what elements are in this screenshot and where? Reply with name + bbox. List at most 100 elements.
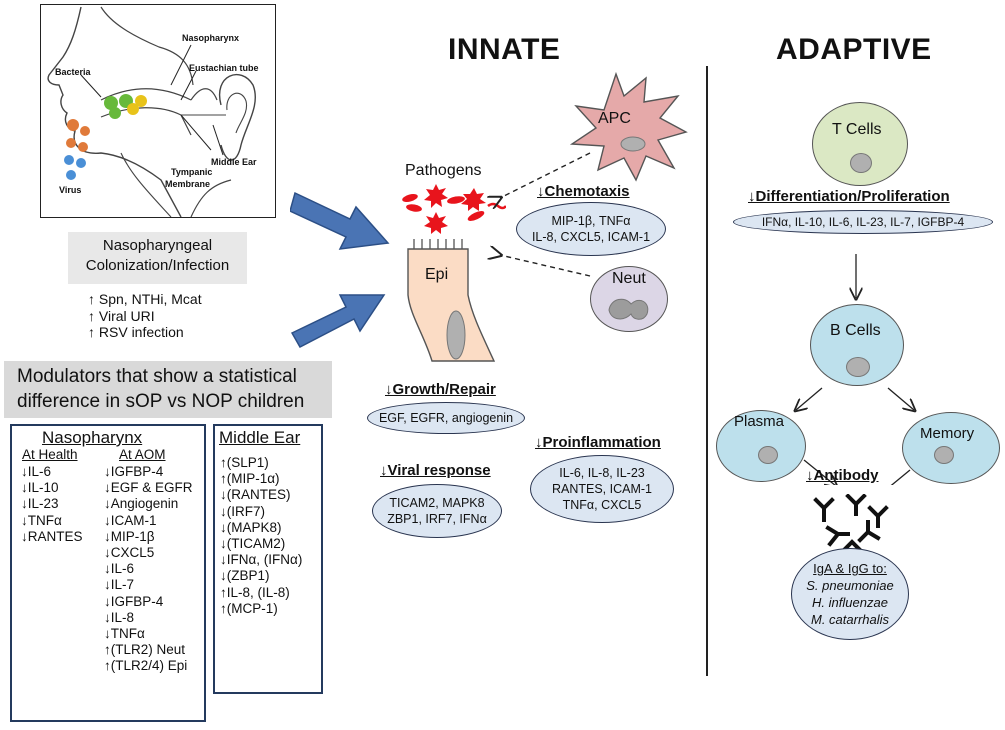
chemotaxis-arrow: ↓ (537, 183, 545, 200)
middle-ear-item: ↓(TICAM2) (220, 536, 286, 552)
nasopharynx-title: Nasopharynx (42, 428, 143, 447)
targets-header: IgA & IgG to: (813, 561, 887, 576)
bacteria-cluster (104, 94, 147, 119)
label-eustachian-tube: Eustachian tube (189, 63, 259, 73)
differentiation-ellipse: IFNα, IL-10, IL-6, IL-23, IL-7, IGFBP-4 (733, 210, 993, 234)
growth-heading: ↓Growth/Repair (385, 381, 496, 398)
at-aom-item: ↓ICAM-1 (104, 512, 157, 528)
plasma-cell (716, 410, 806, 482)
middle-ear-item: ↑(MCP-1) (220, 600, 278, 616)
proinflammation-ellipse: IL-6, IL-8, IL-23 RANTES, ICAM-1 TNFα, C… (530, 455, 674, 523)
apc-cell-icon (569, 71, 688, 182)
colonization-item: ↑ Viral URI (88, 307, 155, 324)
at-aom-item: ↑(TLR2/4) Epi (104, 658, 188, 674)
middle-ear-item: ↑(MIP-1α) (220, 471, 280, 487)
epithelial-cell-icon (407, 239, 496, 362)
t-cell-nucleus (850, 153, 872, 173)
middle-ear-item: ↓(ZBP1) (220, 568, 270, 584)
at-health-item: ↓RANTES (21, 528, 83, 544)
pathogens-icon (402, 184, 506, 234)
colonization-list: ↑ Spn, NTHi, Mcat ↑ Viral URI ↑ RSV infe… (88, 291, 202, 341)
plasma-label: Plasma (734, 413, 785, 430)
neut-label: Neut (612, 270, 646, 287)
differentiation-line: IFNα, IL-10, IL-6, IL-23, IL-7, IGFBP-4 (761, 215, 965, 229)
lower-big-arrow-icon (290, 294, 386, 348)
at-health-item: ↓IL-23 (21, 496, 59, 512)
middle-ear-item: ↓IFNα, (IFNα) (220, 552, 303, 568)
proinflammation-label: Proinflammation (542, 434, 661, 451)
at-aom-list: ↓IGFBP-4 ↓EGF & EGFR ↓Angiogenin ↓ICAM-1… (104, 464, 193, 675)
target-item: S. pneumoniae (806, 578, 894, 593)
viral-line: ZBP1, IRF7, IFNα (387, 512, 487, 526)
at-aom-item: ↓CXCL5 (104, 545, 155, 561)
middle-ear-item: ↑IL-8, (IL-8) (220, 584, 290, 600)
label-virus: Virus (59, 185, 82, 195)
at-health-item: ↓TNFα (21, 512, 62, 528)
innate-adaptive-divider (706, 66, 708, 676)
at-health-item: ↓IL-6 (21, 464, 52, 479)
at-aom-item: ↓IL-8 (104, 609, 135, 625)
viral-label: Viral response (387, 462, 491, 479)
at-aom-item: ↓IL-6 (104, 561, 135, 577)
proinflammation-line: RANTES, ICAM-1 (551, 482, 652, 496)
colonization-title-1: Nasopharyngeal (102, 237, 213, 254)
at-health-list: ↓IL-6 ↓IL-10 ↓IL-23 ↓TNFα ↓RANTES (21, 464, 83, 545)
t-cell (812, 102, 908, 186)
at-aom-item: ↓EGF & EGFR (104, 480, 193, 496)
growth-line: EGF, EGFR, angiogenin (378, 411, 514, 425)
viral-line: TICAM2, MAPK8 (389, 496, 485, 510)
t-cells-label: T Cells (832, 121, 882, 138)
at-health-header: At Health (22, 447, 78, 462)
chemotaxis-ellipse: MIP-1β, TNFα IL-8, CXCL5, ICAM-1 (516, 202, 666, 256)
antibody-icon (813, 494, 889, 553)
differentiation-arrow: ↓ (748, 188, 756, 205)
at-aom-item: ↑(TLR2) Neut (104, 642, 186, 658)
growth-ellipse: EGF, EGFR, angiogenin (367, 402, 525, 434)
colonization-item: ↑ RSV infection (88, 324, 184, 340)
innate-heading: INNATE (448, 33, 561, 66)
epi-label: Epi (425, 266, 449, 283)
chemotaxis-line: MIP-1β, TNFα (551, 214, 631, 228)
viral-arrow: ↓ (380, 462, 388, 479)
anatomy-figure: Nasopharynx Eustachian tube Bacteria Mid… (40, 4, 276, 218)
antibody-arrow: ↓ (806, 467, 814, 484)
label-nasopharynx: Nasopharynx (182, 33, 240, 43)
viral-heading: ↓Viral response (380, 462, 491, 479)
middle-ear-item: ↓(IRF7) (220, 503, 265, 519)
proinflammation-line: TNFα, CXCL5 (562, 498, 642, 512)
middle-ear-item: ↓(RANTES) (220, 487, 291, 503)
at-aom-item: ↓IGFBP-4 (104, 593, 164, 609)
big-arrows (290, 191, 390, 348)
at-aom-item: ↓MIP-1β (104, 528, 155, 544)
middle-ear-item: ↑(SLP1) (220, 455, 269, 470)
label-middle-ear: Middle Ear (211, 157, 257, 167)
antibody-heading: ↓Antibody (806, 467, 879, 484)
target-item: H. influenzae (812, 595, 888, 610)
memory-label: Memory (920, 425, 975, 442)
apc-label: APC (598, 110, 631, 127)
colonization-box: Nasopharyngeal Colonization/Infection (68, 232, 247, 284)
at-aom-item: ↓IL-7 (104, 577, 135, 593)
upper-big-arrow-icon (290, 191, 390, 250)
differentiation-heading: ↓Differentiation/Proliferation (748, 188, 950, 205)
middle-ear-title: Middle Ear (219, 428, 301, 447)
head-anatomy-illustration (47, 6, 256, 218)
adaptive-arrows (700, 254, 1000, 485)
label-tympanic: Tympanic (171, 167, 213, 177)
differentiation-label: Differentiation/Proliferation (755, 188, 950, 205)
nasopharynx-box: Nasopharynx At Health At AOM ↓IL-6 ↓IL-1… (10, 424, 206, 722)
proinflammation-line: IL-6, IL-8, IL-23 (559, 466, 645, 480)
at-health-item: ↓IL-10 (21, 480, 59, 496)
virus-cluster (64, 119, 90, 180)
b-cell-nucleus (846, 357, 870, 377)
plasma-cell-nucleus (758, 446, 778, 464)
memory-cell-nucleus (934, 446, 954, 464)
antibody-label: Antibody (813, 467, 879, 484)
b-cells-label: B Cells (830, 322, 881, 339)
at-aom-header: At AOM (119, 447, 166, 462)
growth-arrow: ↓ (385, 381, 393, 398)
colonization-title-2: Colonization/Infection (85, 257, 230, 274)
chemotaxis-dashed-arrows (470, 152, 591, 277)
proinflammation-arrow: ↓ (535, 434, 543, 451)
chemotaxis-label: Chemotaxis (544, 183, 630, 200)
